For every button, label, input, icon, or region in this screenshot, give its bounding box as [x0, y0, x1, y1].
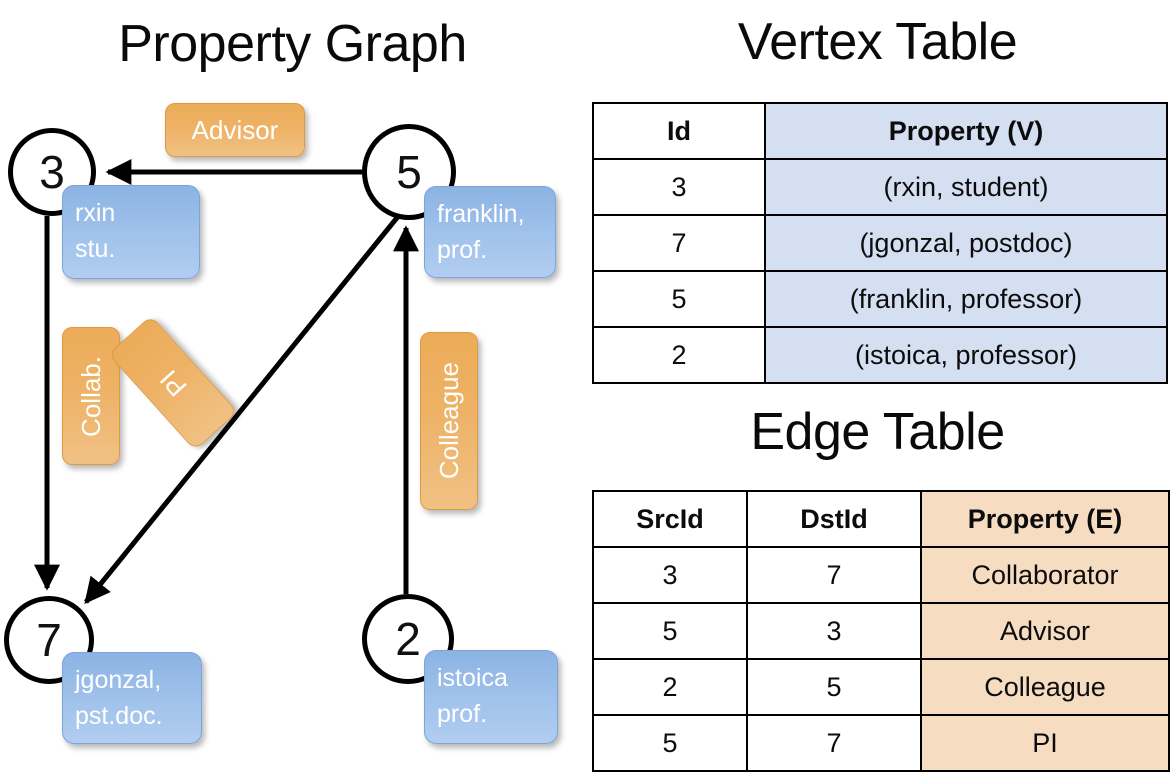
edge-cell-property: Colleague — [920, 658, 1170, 716]
edge-cell-property: Collaborator — [920, 546, 1170, 604]
node-property-box-3: rxin stu. — [62, 185, 200, 279]
table-row[interactable]: 7 (jgonzal, postdoc) — [592, 214, 1168, 272]
table-row[interactable]: 5 (franklin, professor) — [592, 270, 1168, 328]
graph-node-2[interactable]: 2 — [362, 594, 454, 684]
table-row[interactable]: 2 (istoica, professor) — [592, 326, 1168, 384]
edge-label-pi: PI — [107, 315, 239, 451]
node-property-role-3: stu. — [75, 234, 116, 263]
node-property-role-2: prof. — [437, 699, 488, 728]
edge-cell-src: 3 — [592, 546, 748, 604]
vertex-cell-property: (jgonzal, postdoc) — [764, 214, 1168, 272]
edge-table-header-row: SrcId DstId Property (E) — [592, 490, 1170, 548]
vertex-cell-id: 3 — [592, 158, 766, 216]
vertex-table: Id Property (V) 3 (rxin, student) 7 (jgo… — [592, 102, 1168, 384]
edge-label-collab-text: Collab. — [75, 355, 106, 437]
edge-table: SrcId DstId Property (E) 3 7 Collaborato… — [592, 490, 1170, 772]
edge-label-colleague-text: Colleague — [433, 362, 464, 480]
edge-table-header-property: Property (E) — [920, 490, 1170, 548]
graph-node-5[interactable]: 5 — [362, 124, 456, 220]
page-title-vertex-table: Vertex Table — [737, 13, 1018, 71]
edge-label-advisor: Advisor — [165, 103, 305, 157]
table-row[interactable]: 2 5 Colleague — [592, 658, 1170, 716]
edge-cell-src: 5 — [592, 602, 748, 660]
edge-cell-dst: 7 — [746, 714, 922, 772]
edge-cell-src: 5 — [592, 714, 748, 772]
property-graph-diagram: 3 5 7 2 rxin stu. franklin, prof. jgonza… — [0, 0, 585, 760]
vertex-cell-id: 2 — [592, 326, 766, 384]
vertex-table-header-property: Property (V) — [764, 102, 1168, 160]
vertex-table-header-id: Id — [592, 102, 766, 160]
vertex-cell-id: 7 — [592, 214, 766, 272]
edge-label-advisor-text: Advisor — [191, 114, 279, 145]
edge-label-colleague: Colleague — [420, 332, 478, 510]
vertex-cell-property: (rxin, student) — [764, 158, 1168, 216]
node-property-name-2: istoica — [437, 664, 508, 692]
table-row[interactable]: 3 (rxin, student) — [592, 158, 1168, 216]
node-property-role-7: pst.doc. — [75, 701, 163, 730]
node-property-name-5: franklin, — [437, 200, 525, 228]
edge-cell-dst: 3 — [746, 602, 922, 660]
page-title-edge-table: Edge Table — [750, 403, 1005, 461]
edge-cell-property: Advisor — [920, 602, 1170, 660]
node-property-role-5: prof. — [437, 235, 488, 264]
edge-cell-dst: 7 — [746, 546, 922, 604]
node-property-name-7: jgonzal, — [75, 666, 162, 694]
vertex-cell-property: (istoica, professor) — [764, 326, 1168, 384]
edge-table-header-srcid: SrcId — [592, 490, 748, 548]
table-row[interactable]: 5 3 Advisor — [592, 602, 1170, 660]
edge-cell-dst: 5 — [746, 658, 922, 716]
table-row[interactable]: 3 7 Collaborator — [592, 546, 1170, 604]
node-property-box-5: franklin, prof. — [424, 186, 556, 278]
page-title-property-graph: Property Graph — [118, 15, 467, 73]
table-row[interactable]: 5 7 PI — [592, 714, 1170, 772]
edge-cell-src: 2 — [592, 658, 748, 716]
vertex-cell-property: (franklin, professor) — [764, 270, 1168, 328]
node-property-name-3: rxin — [75, 199, 116, 227]
edge-label-pi-text: PI — [153, 364, 192, 403]
edge-table-header-dstid: DstId — [746, 490, 922, 548]
node-property-box-2: istoica prof. — [424, 650, 558, 744]
edge-cell-property: PI — [920, 714, 1170, 772]
vertex-cell-id: 5 — [592, 270, 766, 328]
vertex-table-header-row: Id Property (V) — [592, 102, 1168, 160]
edge-label-collab: Collab. — [62, 327, 120, 465]
node-property-box-7: jgonzal, pst.doc. — [62, 652, 202, 744]
